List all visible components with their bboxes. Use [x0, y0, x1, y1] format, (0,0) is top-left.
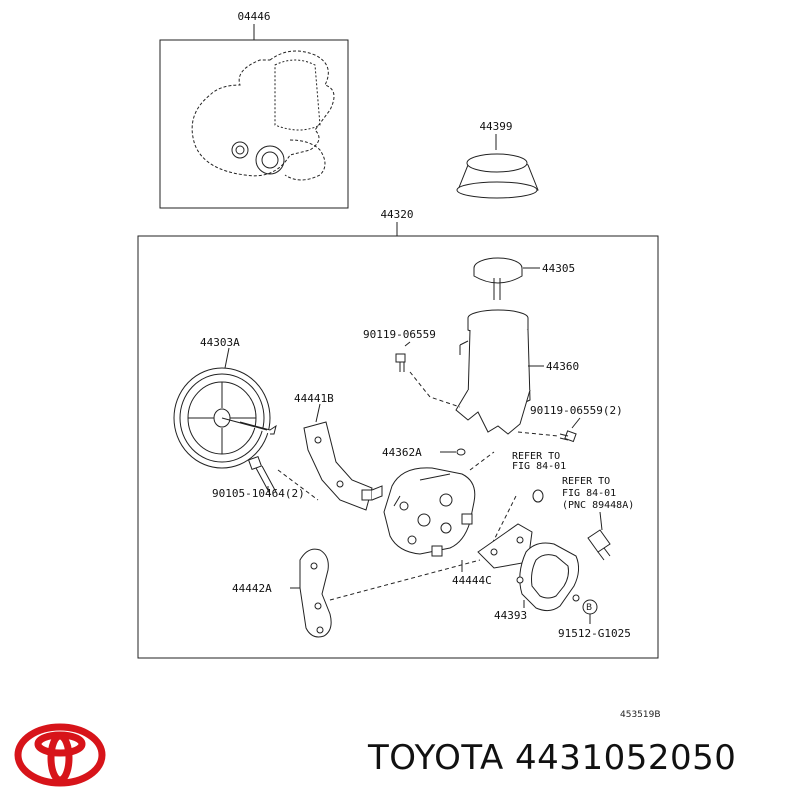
- label-pulley: 44303A: [200, 336, 240, 349]
- label-gasket-kit: 04446: [237, 10, 270, 23]
- label-cap-cover: 44399: [479, 120, 512, 133]
- label-cap: 44305: [542, 262, 575, 275]
- refer-b-line2: FIG 84-01: [562, 488, 616, 499]
- drawing-number: 453519B: [620, 710, 661, 720]
- label-oring: 44362A: [382, 446, 422, 459]
- stud-part: [582, 599, 598, 624]
- label-gasket-plate: 44393: [494, 609, 527, 622]
- gasket-kit-group: [159, 24, 349, 209]
- label-reservoir: 44360: [546, 360, 579, 373]
- refer-a-line1: REFER TO: [512, 451, 560, 462]
- label-pump-assy: 44320: [380, 208, 413, 221]
- part-number: 4431052050: [515, 738, 737, 778]
- bolt-pulley-part: [247, 455, 319, 501]
- cap-cover-part: [456, 134, 539, 199]
- refer-b-line1: REFER TO: [562, 476, 610, 487]
- bracket-small-part: [461, 523, 533, 572]
- toyota-logo: [14, 723, 106, 787]
- refer-b-line3: (PNC 89448A): [562, 500, 634, 511]
- label-bracket-small: 44444C: [452, 574, 492, 587]
- bracket-front-part: [290, 548, 481, 638]
- pump-assembly-frame: [137, 222, 659, 659]
- label-bracket-rear: 44441B: [294, 392, 334, 405]
- product-caption: TOYOTA 4431052050: [368, 738, 788, 784]
- sensor-part: [587, 511, 611, 561]
- pulley-part: [173, 347, 277, 469]
- label-bolt-right: 90119-06559(2): [530, 404, 623, 417]
- bolt-right-part: [517, 417, 581, 443]
- oring-part: [440, 448, 466, 456]
- reservoir-part: [455, 309, 544, 435]
- refer-a-line2: FIG 84-01: [512, 461, 566, 472]
- label-stud: 91512-G1025: [558, 627, 631, 640]
- gasket-plate-part: [516, 542, 580, 612]
- label-bolt-pulley: 90105-10464(2): [212, 487, 305, 500]
- marker-b: B: [586, 603, 592, 613]
- label-bolt-top: 90119-06559: [363, 328, 436, 341]
- pump-body-part: [383, 451, 495, 557]
- label-bracket-front: 44442A: [232, 582, 272, 595]
- reservoir-cap-part: [473, 257, 540, 300]
- refer-a-part: [485, 489, 544, 557]
- brand-name: TOYOTA: [368, 738, 504, 778]
- bolt-top-part: [395, 341, 461, 408]
- bracket-rear-part: [303, 403, 383, 511]
